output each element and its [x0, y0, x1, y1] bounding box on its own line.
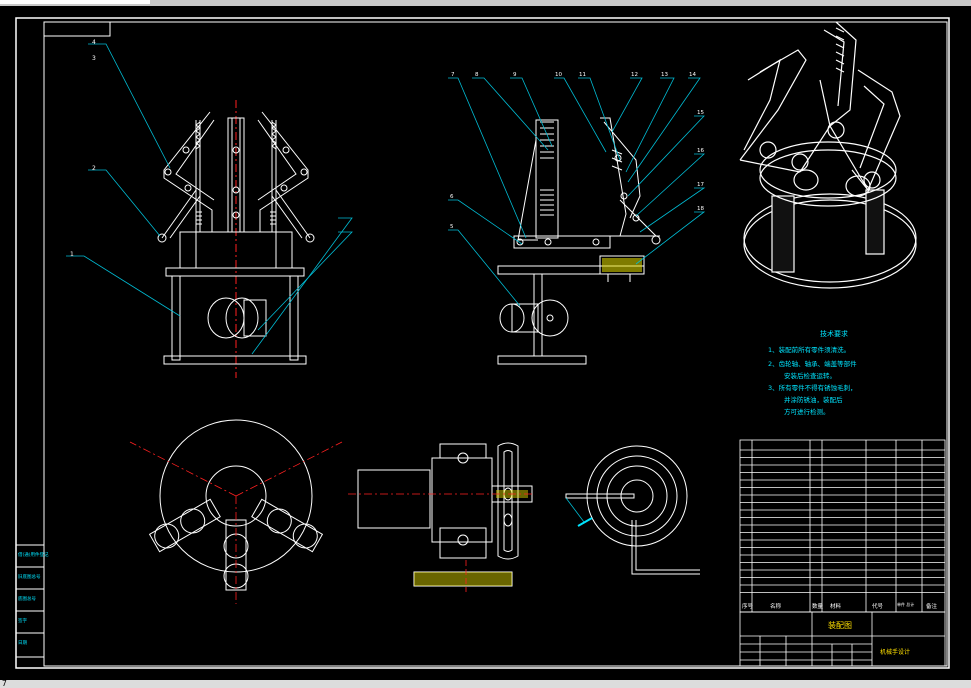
inner-frame — [43, 21, 948, 667]
parts-list-headers: 序号 名称 数量 材料 代号 单件 总计 备注 — [742, 601, 938, 610]
strip-label-2: 旧底图总号 — [18, 573, 41, 580]
tech-req-line-5: 并涂防锈油，装配后 — [784, 395, 843, 404]
header-code: 代号 — [872, 602, 884, 610]
school-label: 机械手设计 — [880, 648, 910, 656]
title-strip-tab — [0, 0, 150, 4]
title-block — [739, 611, 946, 667]
header-name: 名称 — [770, 602, 782, 610]
callout-14: 14 — [689, 72, 696, 78]
callout-16: 16 — [697, 148, 704, 154]
header-weight: 单件 总计 — [897, 601, 914, 607]
wheel-label — [577, 517, 593, 527]
side-leaders — [448, 77, 706, 307]
header-qty: 数量 — [812, 602, 824, 610]
parts-list — [739, 439, 946, 613]
callout-6: 6 — [450, 194, 454, 200]
side-view — [497, 117, 661, 365]
tech-req-line-3: 安装后检查运转。 — [784, 371, 836, 380]
isometric-view — [739, 21, 917, 289]
technical-requirements: 技术要求 1、装配前所有零件须清洗。 2、齿轮轴、轴承、端盖等部件 安装后检查运… — [768, 329, 857, 416]
side-hatch — [602, 258, 642, 272]
wheel-view — [565, 445, 700, 575]
callout-1: 1 — [70, 251, 74, 258]
tech-req-line-4: 3、所有零件不得有锈蚀毛刺， — [768, 383, 857, 392]
binding-strip: 借(通)用件登记 旧底图总号 底图总号 签字 日期 — [15, 544, 49, 658]
callout-11: 11 — [579, 72, 586, 78]
front-view — [157, 100, 315, 378]
wheel-leader — [565, 497, 585, 523]
title-strip — [0, 0, 971, 6]
status-char: 7 — [2, 679, 7, 688]
callout-3: 3 — [92, 55, 96, 62]
header-note: 备注 — [926, 602, 938, 610]
callout-12: 12 — [631, 72, 638, 78]
callout-8: 8 — [475, 72, 479, 78]
tech-req-line-1: 1、装配前所有零件须清洗。 — [768, 345, 850, 354]
top-view-centerlines — [129, 441, 343, 604]
callout-9: 9 — [513, 72, 517, 78]
callout-5: 5 — [450, 224, 454, 230]
callout-7: 7 — [451, 72, 455, 78]
corner-code-box — [43, 21, 111, 37]
front-leaders — [66, 43, 353, 355]
header-no: 序号 — [742, 602, 754, 610]
strip-label-5: 日期 — [18, 640, 27, 646]
status-bar: 7 — [0, 679, 971, 688]
drawing-title: 装配图 — [828, 620, 852, 630]
callout-17: 17 — [697, 182, 704, 188]
callout-4: 4 — [92, 39, 96, 46]
callout-10: 10 — [555, 72, 562, 78]
base-hatch — [414, 572, 512, 586]
tech-req-line-2: 2、齿轮轴、轴承、端盖等部件 — [768, 359, 857, 368]
strip-label-3: 底图总号 — [18, 595, 36, 602]
strip-label-1: 借(通)用件登记 — [18, 551, 49, 558]
tech-req-line-6: 方可进行检测。 — [784, 407, 830, 416]
callout-18: 18 — [697, 206, 704, 212]
tech-req-title: 技术要求 — [820, 329, 848, 338]
header-material: 材料 — [830, 602, 842, 610]
outer-frame — [15, 17, 950, 669]
callout-2: 2 — [92, 165, 96, 172]
callout-15: 15 — [697, 110, 704, 116]
strip-label-4: 签字 — [18, 617, 27, 624]
motor-section — [357, 442, 533, 587]
callout-13: 13 — [661, 72, 668, 78]
